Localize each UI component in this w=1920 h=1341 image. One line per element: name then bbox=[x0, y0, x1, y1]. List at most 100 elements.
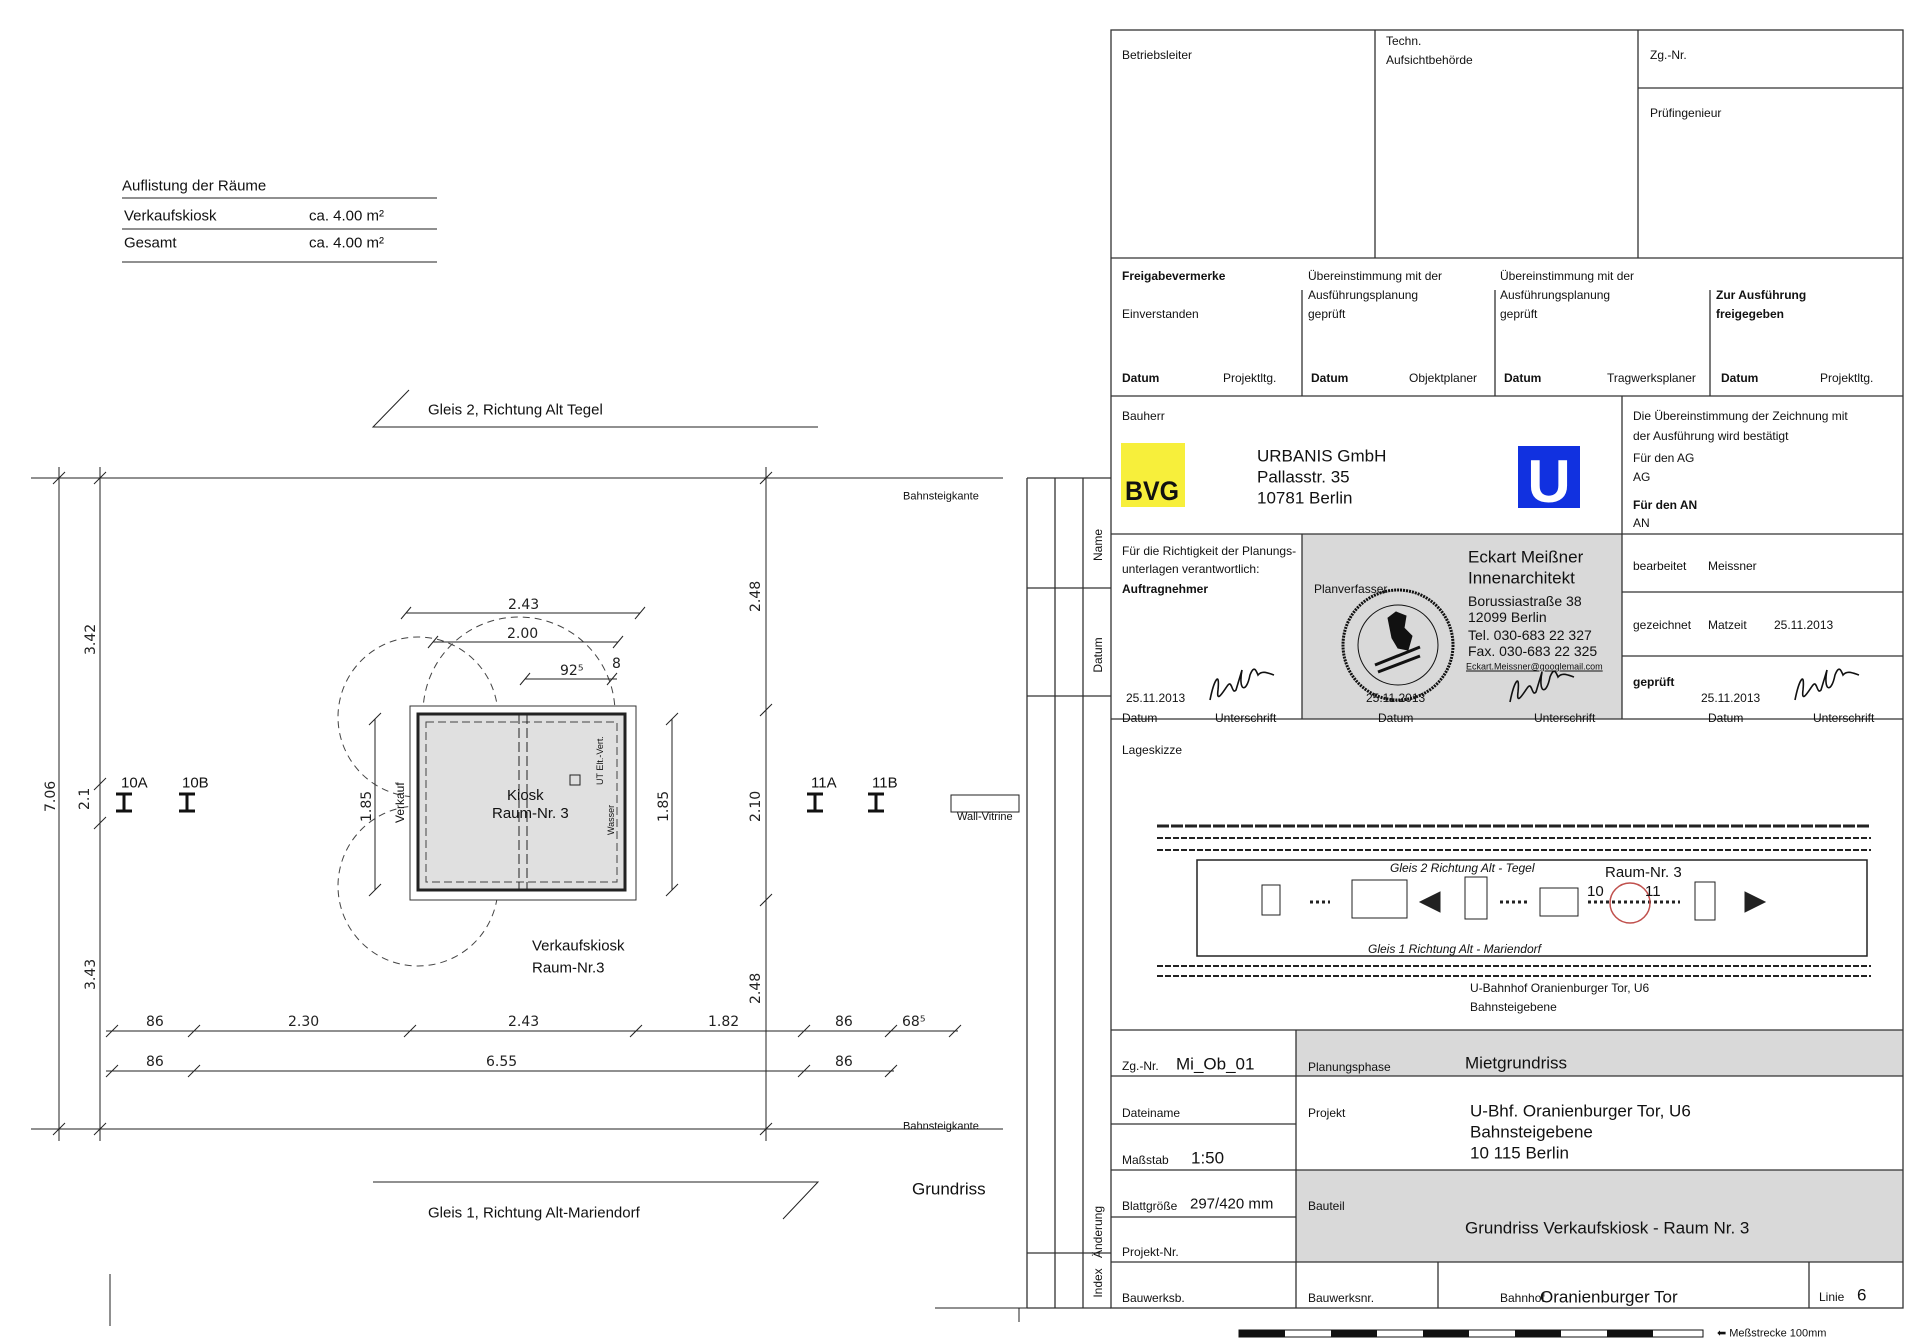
checked-signature-label: Unterschrift bbox=[1813, 711, 1875, 725]
station-value: Oranienburger Tor bbox=[1540, 1287, 1678, 1307]
checked-date: 25.11.2013 bbox=[1701, 691, 1761, 705]
column-label-11a: 11A bbox=[811, 774, 837, 792]
dim-row1: 86 bbox=[146, 1014, 164, 1030]
drawn-date: 25.11.2013 bbox=[1774, 618, 1834, 632]
edited-label: bearbeitet bbox=[1633, 559, 1687, 573]
track-top-marker bbox=[371, 389, 818, 428]
client-city: 10781 Berlin bbox=[1257, 488, 1353, 508]
room-list-name: Verkaufskiosk bbox=[124, 207, 217, 225]
dim-opening: 92⁵ bbox=[560, 663, 583, 679]
planner-date: 25.11.2013 bbox=[1366, 691, 1426, 705]
view-label: Grundriss bbox=[912, 1179, 986, 1199]
dim-kiosk-width: 2.43 bbox=[508, 597, 539, 613]
dim-right-bottom: 2.48 bbox=[748, 973, 764, 1004]
confirm-text: Die Übereinstimmung der Zeichnung mit bbox=[1633, 409, 1848, 423]
structure-no-label: Bauwerksnr. bbox=[1308, 1291, 1375, 1305]
dim-row1: 2.43 bbox=[508, 1014, 539, 1030]
sheet-size-value: 297/420 mm bbox=[1190, 1195, 1274, 1213]
column-label-10a: 10A bbox=[121, 774, 148, 792]
planner-date-label: Datum bbox=[1378, 711, 1414, 725]
gray-phase bbox=[1296, 1030, 1903, 1076]
column-label-10b: 10B bbox=[182, 774, 209, 792]
an-value: AN bbox=[1633, 516, 1650, 530]
water-label: Wasser bbox=[606, 805, 616, 835]
line-value: 6 bbox=[1857, 1285, 1867, 1305]
approval-date: Datum bbox=[1311, 371, 1349, 385]
column-11b-icon bbox=[868, 792, 884, 813]
revision-index-header: Index bbox=[1091, 1268, 1105, 1298]
sketch-track2: Gleis 2 Richtung Alt - Tegel bbox=[1390, 861, 1535, 875]
wall-vitrine-box bbox=[950, 794, 1020, 813]
approval-date: Datum bbox=[1122, 371, 1160, 385]
room-name: Verkaufskiosk bbox=[532, 937, 625, 955]
component-label: Bauteil bbox=[1308, 1199, 1345, 1213]
site-sketch-label: Lageskizze bbox=[1122, 743, 1183, 757]
platform-edge-bottom-label: Bahnsteigkante bbox=[903, 1120, 979, 1133]
drawn-label: gezeichnet bbox=[1633, 618, 1692, 632]
client-label: Bauherr bbox=[1122, 409, 1165, 423]
track-bottom-marker bbox=[373, 1181, 820, 1220]
approval-role: Projektltg. bbox=[1223, 371, 1277, 385]
approval-match2: Übereinstimmung mit der bbox=[1500, 269, 1635, 283]
sketch-col10: 10 bbox=[1587, 883, 1604, 900]
room-list-name: Gesamt bbox=[124, 234, 177, 252]
revision-date-header: Datum bbox=[1091, 637, 1105, 673]
approval-agreed: Einverstanden bbox=[1122, 307, 1199, 321]
project-value: 10 115 Berlin bbox=[1470, 1143, 1569, 1163]
approval-release: Zur Ausführung bbox=[1716, 288, 1807, 302]
scale-bar bbox=[1238, 1329, 1704, 1338]
track-top-label: Gleis 2, Richtung Alt Tegel bbox=[428, 401, 603, 419]
kiosk-body bbox=[416, 712, 627, 892]
approval-match1: Ausführungsplanung bbox=[1308, 288, 1419, 302]
site-sketch bbox=[1157, 824, 1871, 977]
confirm-text: der Ausführung wird bestätigt bbox=[1633, 429, 1789, 443]
signature-checker bbox=[1794, 668, 1860, 701]
room-3-marker bbox=[1609, 882, 1651, 924]
dim-row1: 1.82 bbox=[708, 1014, 739, 1030]
dim-left-top: 3.42 bbox=[83, 624, 99, 655]
approval-role: Tragwerksplaner bbox=[1607, 371, 1696, 385]
title-block-grid bbox=[1026, 29, 1904, 1309]
checked-date-label: Datum bbox=[1708, 711, 1744, 725]
responsible-text: Für die Richtigkeit der Planungs- bbox=[1122, 544, 1297, 558]
site-sketch-caption: Bahnsteigebene bbox=[1470, 1000, 1557, 1014]
ubahn-logo-text: U bbox=[1527, 448, 1570, 515]
scale-value: 1:50 bbox=[1191, 1148, 1225, 1168]
signature-contractor bbox=[1209, 668, 1275, 701]
site-sketch-caption: U-Bahnhof Oranienburger Tor, U6 bbox=[1470, 981, 1650, 995]
planner-email-link[interactable]: Eckart.Meissner@googlemail.com bbox=[1466, 661, 1603, 672]
checked-label: geprüft bbox=[1633, 675, 1675, 689]
column-10a-icon bbox=[116, 792, 132, 813]
sales-label: Verkauf bbox=[393, 782, 407, 823]
component-value: Grundriss Verkaufskiosk - Raum Nr. 3 bbox=[1465, 1218, 1750, 1238]
approval-release: freigegeben bbox=[1716, 307, 1785, 321]
dim-kiosk-depth-left: 1.85 bbox=[359, 791, 375, 822]
gray-component bbox=[1296, 1170, 1903, 1262]
contractor-signature-label: Unterschrift bbox=[1215, 711, 1277, 725]
column-10b-icon bbox=[179, 792, 195, 813]
approval-date: Datum bbox=[1504, 371, 1542, 385]
planner-profession: Innenarchitekt bbox=[1468, 568, 1575, 588]
signatures bbox=[1209, 668, 1860, 703]
drawing-no: Mi_Ob_01 bbox=[1176, 1054, 1255, 1074]
revision-change-header: Änderung bbox=[1091, 1205, 1105, 1259]
wall-vitrine-label: Wall-Vitrine bbox=[957, 811, 1013, 823]
station-label: Bahnhof bbox=[1500, 1291, 1545, 1305]
approval-match1: Übereinstimmung mit der bbox=[1308, 269, 1443, 283]
structure-label: Bauwerksb. bbox=[1122, 1291, 1185, 1305]
planner-fax: Fax. 030-683 22 325 bbox=[1468, 643, 1598, 659]
project-no-label: Projekt-Nr. bbox=[1122, 1245, 1179, 1259]
inspector-label: Prüfingenieur bbox=[1650, 106, 1722, 120]
dim-row2: 86 bbox=[835, 1054, 853, 1070]
project-value: U-Bhf. Oranienburger Tor, U6 bbox=[1470, 1101, 1691, 1121]
ubahn-logo bbox=[1518, 446, 1580, 508]
planner-tel: Tel. 030-683 22 327 bbox=[1468, 627, 1592, 643]
bottom-dim-lines bbox=[105, 1024, 962, 1078]
platform-edge-top-label: Bahnsteigkante bbox=[903, 490, 979, 503]
phase-value: Mietgrundriss bbox=[1465, 1053, 1568, 1073]
approval-match1: geprüft bbox=[1308, 307, 1346, 321]
client-street: Pallasstr. 35 bbox=[1257, 467, 1350, 487]
dim-small: 8 bbox=[612, 656, 621, 672]
approval-date: Datum bbox=[1721, 371, 1759, 385]
scale-label: Maßstab bbox=[1122, 1153, 1169, 1167]
